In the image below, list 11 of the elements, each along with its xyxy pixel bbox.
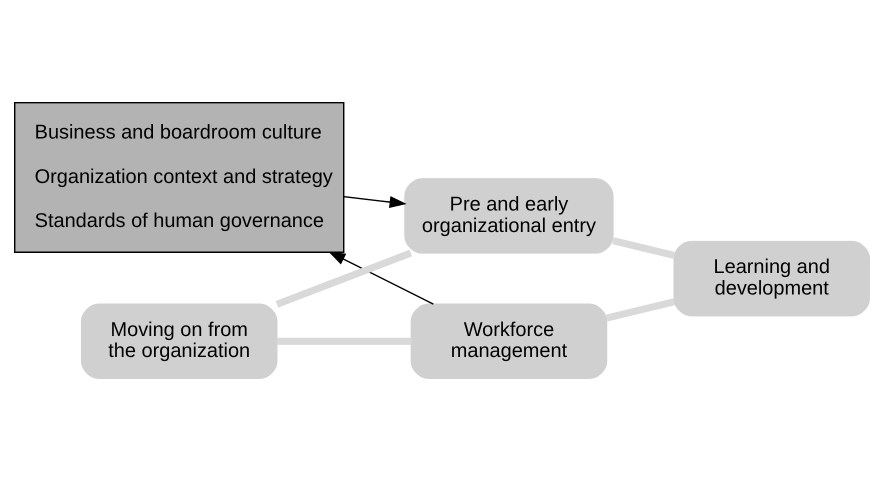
node-box: Pre and early organizational entry bbox=[404, 178, 614, 254]
connector bbox=[276, 337, 411, 344]
connector bbox=[605, 298, 674, 321]
connector bbox=[612, 236, 674, 258]
arrow bbox=[328, 250, 434, 304]
node-box: Workforce management bbox=[410, 303, 607, 379]
connector bbox=[275, 249, 412, 308]
node-box: Business and boardroom culture Organization context and strategy Standards of human governance bbox=[14, 101, 344, 252]
node-box: Learning and development bbox=[672, 240, 870, 316]
node-box: Moving on from the organization bbox=[80, 303, 277, 379]
arrow bbox=[344, 196, 406, 208]
